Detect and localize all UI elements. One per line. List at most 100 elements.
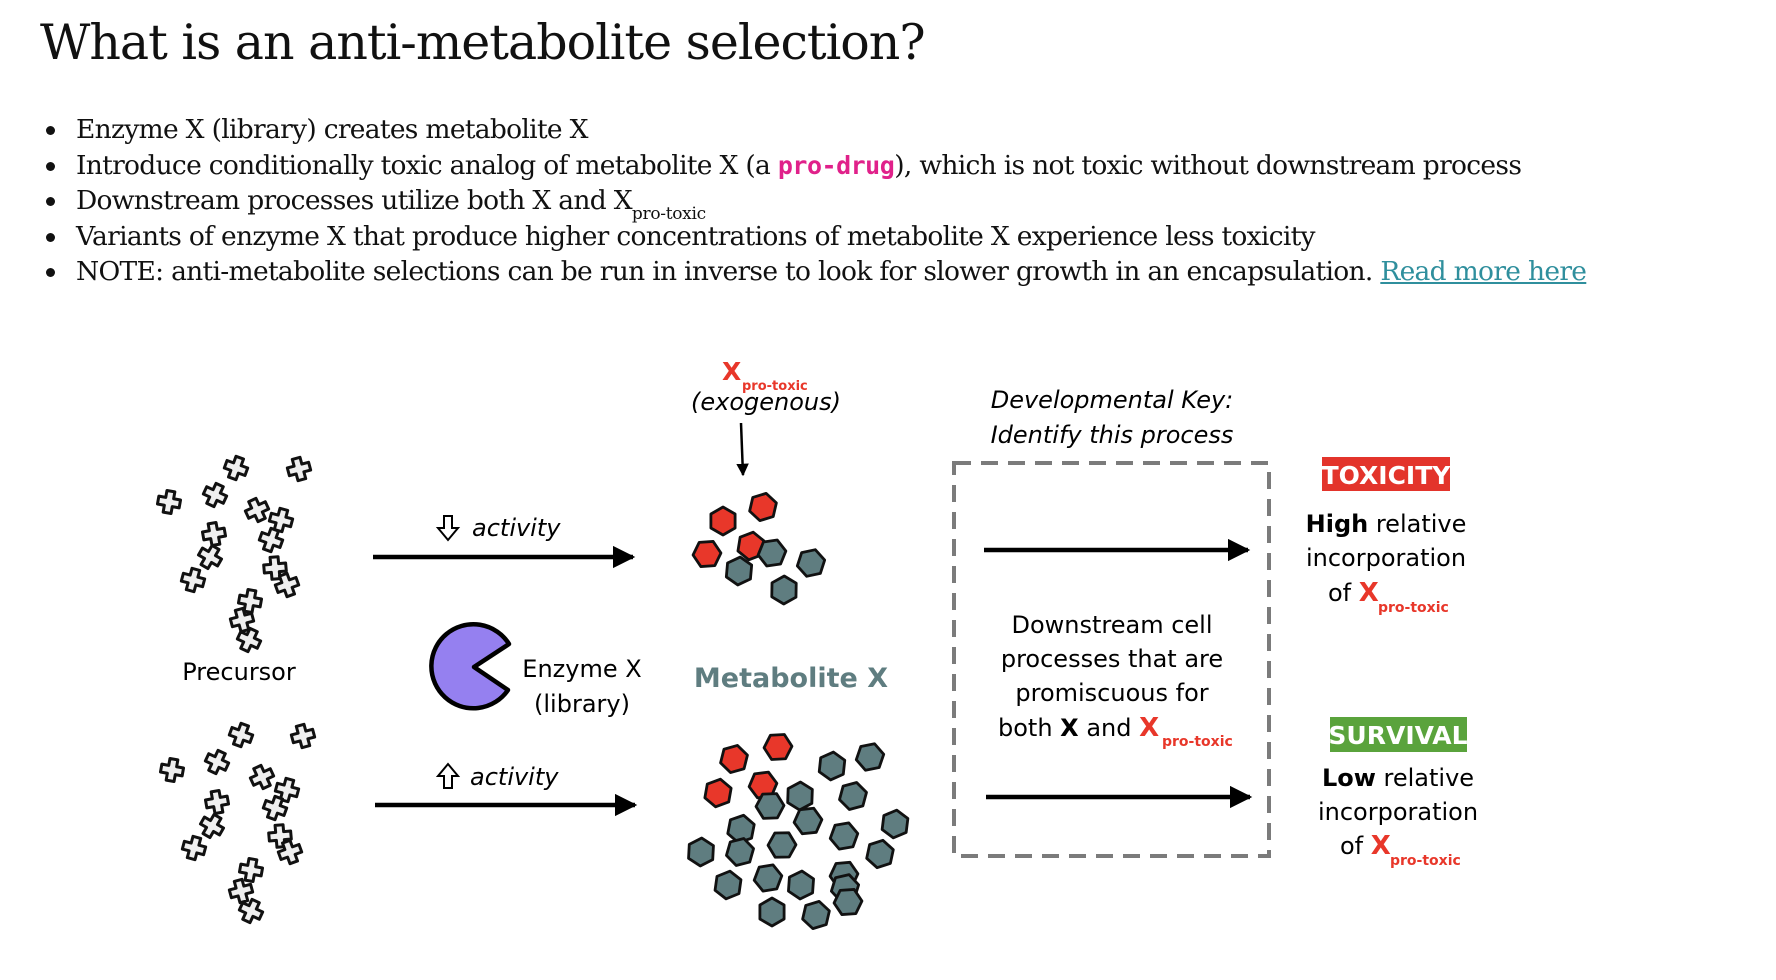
hexagon-metabolite-icon <box>854 742 886 772</box>
hexagon-metabolite-icon <box>756 538 788 568</box>
read-more-link[interactable]: Read more here <box>1380 256 1587 287</box>
hexagon-metabolite-icon <box>787 869 815 901</box>
hexagon-metabolite-icon <box>766 831 798 859</box>
precursor-cross-icon <box>257 526 285 554</box>
hexagon-metabolite-icon <box>752 863 784 893</box>
exogenous-note: (exogenous) <box>691 388 841 416</box>
key-label-line2: Identify this process <box>991 421 1234 449</box>
key-label-line1: Developmental Key: <box>991 386 1234 414</box>
bullet-4: Variants of enzyme X that produce higher… <box>40 219 1586 255</box>
survival-subscript: pro-toxic <box>1390 853 1461 869</box>
hexagon-metabolite-icon <box>828 821 860 851</box>
survival-line3: of X <box>1340 831 1391 861</box>
bullet-1: Enzyme X (library) creates metabolite X <box>40 112 1586 148</box>
bullet-5: NOTE: anti-metabolite selections can be … <box>40 254 1587 290</box>
precursor-cross-icon <box>196 543 224 571</box>
metabolite-label: Metabolite X <box>694 663 888 694</box>
hexagon-protoxic-icon <box>747 770 779 800</box>
survival-line1: Low relative <box>1322 764 1474 792</box>
exogenous-x: X <box>722 357 741 386</box>
toxicity-high: High <box>1306 510 1369 538</box>
hexagon-metabolite-icon <box>880 808 910 840</box>
hexagon-protoxic-icon <box>762 733 794 761</box>
bullet-3-text: Downstream processes utilize both X and … <box>76 185 633 216</box>
precursor-cross-icon <box>227 877 255 905</box>
toxicity-line2: incorporation <box>1306 544 1466 572</box>
hexagon-protoxic-icon <box>709 505 737 537</box>
precursor-cross-icon <box>289 722 317 750</box>
precursor-cross-icon <box>237 897 265 925</box>
survival-badge-bg <box>1330 717 1467 752</box>
precursor-cross-icon <box>222 454 250 482</box>
survival-relative: relative <box>1376 764 1474 792</box>
downstream-line3: promiscuous for <box>1015 679 1208 707</box>
downstream-line4-pre: both <box>998 714 1060 742</box>
toxicity-of: of <box>1328 579 1359 607</box>
hexagon-metabolite-icon <box>795 548 827 578</box>
hexagon-metabolite-icon <box>786 780 814 812</box>
hexagon-metabolite-icon <box>724 555 754 587</box>
precursor-cross-icon <box>198 812 226 840</box>
precursor-cross-icon <box>267 506 295 534</box>
hexagon-metabolite-icon <box>770 574 798 606</box>
precursor-cross-icon <box>180 834 208 862</box>
hexagon-metabolite-icon <box>801 899 831 931</box>
up-arrow-icon <box>435 762 461 789</box>
bullet-4-text: Variants of enzyme X that produce higher… <box>76 220 1316 252</box>
downstream-x-protoxic: X <box>1139 713 1159 743</box>
toxicity-badge-bg <box>1322 457 1450 491</box>
hexagon-protoxic-icon <box>703 777 733 809</box>
precursor-cross-icon <box>237 856 265 884</box>
downstream-line1: Downstream cell <box>1011 611 1212 639</box>
precursor-cross-icon <box>155 488 183 516</box>
bullet-5-text: NOTE: anti-metabolite selections can be … <box>76 256 1381 287</box>
precursor-cross-icon <box>285 455 313 483</box>
precursor-cross-icon <box>158 756 186 784</box>
toxicity-relative: relative <box>1368 510 1466 538</box>
toxicity-line1: High relative <box>1306 510 1467 538</box>
bullet-3: Downstream processes utilize both X and … <box>40 183 1586 224</box>
hexagon-metabolite-icon <box>725 837 755 867</box>
hexagon-protoxic-icon <box>691 540 723 568</box>
hexagon-metabolite-icon <box>832 888 864 916</box>
precursor-cross-icon <box>227 721 255 749</box>
key-box <box>952 461 1271 858</box>
downstream-line4-mid: and <box>1079 714 1139 742</box>
precursor-cross-icon <box>273 776 301 804</box>
pro-drug-code: pro-drug <box>777 150 895 180</box>
activity-up-label: activity <box>470 763 559 791</box>
precursor-cross-icon <box>273 571 301 599</box>
bullet-2-text-b: ), which is not toxic without downstream… <box>894 149 1522 181</box>
hexagon-metabolite-icon <box>838 781 868 811</box>
precursor-cross-icon <box>276 838 304 866</box>
hexagon-metabolite-icon <box>817 750 847 782</box>
precursor-cross-icon <box>261 794 289 822</box>
bullet-1-text: Enzyme X (library) creates metabolite X <box>76 114 588 145</box>
precursor-cross-icon <box>235 626 263 654</box>
hexagon-metabolite-icon <box>713 869 743 901</box>
hexagon-protoxic-icon <box>748 491 778 523</box>
exogenous-arrow <box>736 422 749 477</box>
survival-x: X <box>1371 831 1391 861</box>
precursor-cross-icon <box>248 763 276 791</box>
toxicity-line3: of X <box>1328 578 1379 608</box>
exogenous-subscript: pro-toxic <box>742 379 808 394</box>
survival-line2: incorporation <box>1318 798 1478 826</box>
precursor-label: Precursor <box>182 658 296 686</box>
downstream-subscript: pro-toxic <box>1162 734 1233 750</box>
survival-of: of <box>1340 832 1371 860</box>
activity-down-label: activity <box>472 514 561 542</box>
precursor-cross-icon <box>243 496 271 524</box>
precursor-cross-icon <box>203 788 231 816</box>
hexagon-metabolite-icon <box>687 836 715 868</box>
precursor-cross-icon <box>201 481 229 509</box>
precursor-cross-icon <box>179 566 207 594</box>
bullet-list: Enzyme X (library) creates metabolite X … <box>40 112 1587 290</box>
pacman-enzyme-icon <box>429 621 512 711</box>
downstream-x: X <box>1060 714 1079 742</box>
downstream-line2: processes that are <box>1001 645 1223 673</box>
hexagon-metabolite-icon <box>758 896 786 928</box>
down-arrow-icon <box>435 515 461 542</box>
precursor-cross-icon <box>200 520 228 548</box>
